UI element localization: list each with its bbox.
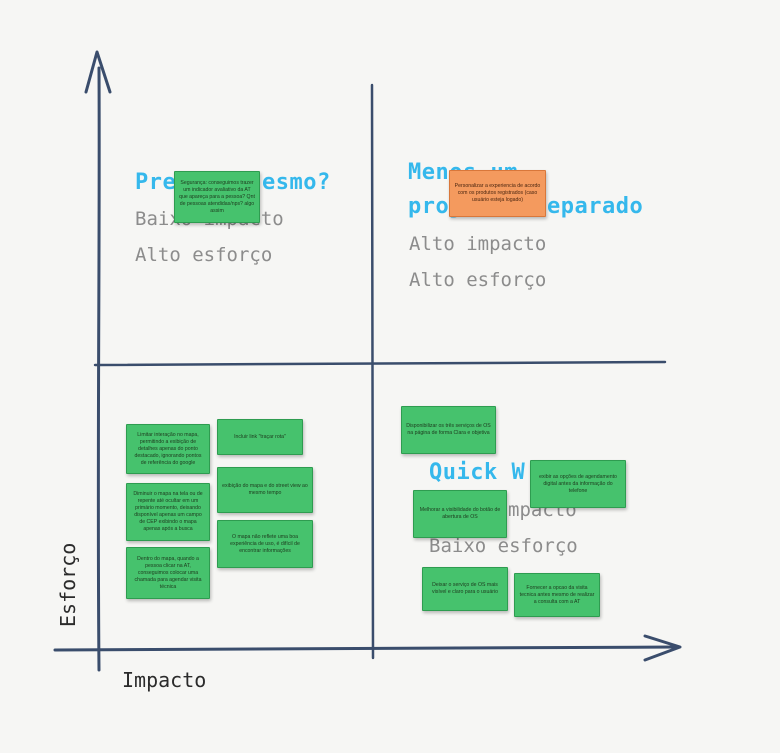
top-left-subtitle-2: Alto esforço xyxy=(135,244,273,266)
sticky-note[interactable]: Disponibilizar os três serviços de OS na… xyxy=(401,406,496,454)
top-left-title-start: Pre xyxy=(135,170,177,195)
vertical-divider xyxy=(370,83,375,660)
sticky-note[interactable]: Diminuir o mapa na tela ou de repente at… xyxy=(126,483,210,541)
top-right-subtitle-2: Alto esforço xyxy=(409,269,547,291)
y-axis-arrow xyxy=(84,50,112,94)
horizontal-divider xyxy=(93,360,667,367)
bottom-right-subtitle-2: Baixo esforço xyxy=(429,535,578,557)
top-right-subtitle-1: Alto impacto xyxy=(409,233,547,255)
y-axis-label: Esforço xyxy=(56,542,80,627)
sticky-note[interactable]: exibição do mapa e do street view ao mes… xyxy=(217,467,313,513)
sticky-note[interactable]: Incluir link "traçar rota" xyxy=(217,419,303,455)
top-right-title-line-2-end: eparado xyxy=(547,194,644,219)
x-axis-line xyxy=(53,645,677,652)
sticky-note[interactable]: O mapa não reflete uma boa experiência d… xyxy=(217,520,313,568)
x-axis-label: Impacto xyxy=(122,668,207,692)
sticky-note[interactable]: Deixar o serviço de OS mais visível e cl… xyxy=(422,567,508,611)
sticky-note[interactable]: Fornecer a opcao da visita tecnica antes… xyxy=(514,573,600,617)
sticky-note[interactable]: exibir as opções de agendamento digital … xyxy=(530,460,626,508)
sticky-note[interactable]: Dentro do mapa, quando a pessoa clicar n… xyxy=(126,547,210,599)
top-left-title-end: esmo? xyxy=(262,170,331,195)
x-axis-arrow xyxy=(643,634,682,662)
sticky-note[interactable]: Limitar interação no mapa, permitindo a … xyxy=(126,424,210,474)
sticky-note[interactable]: Personalizar a experiencia de acordo com… xyxy=(449,170,546,217)
sticky-note[interactable]: Melhorar a visibilidade do botão de aber… xyxy=(413,490,507,538)
bottom-right-title: Quick W xyxy=(429,460,526,485)
sticky-note[interactable]: Segurança: conseguimos trazer um indicad… xyxy=(174,171,260,223)
y-axis-line xyxy=(96,66,101,672)
